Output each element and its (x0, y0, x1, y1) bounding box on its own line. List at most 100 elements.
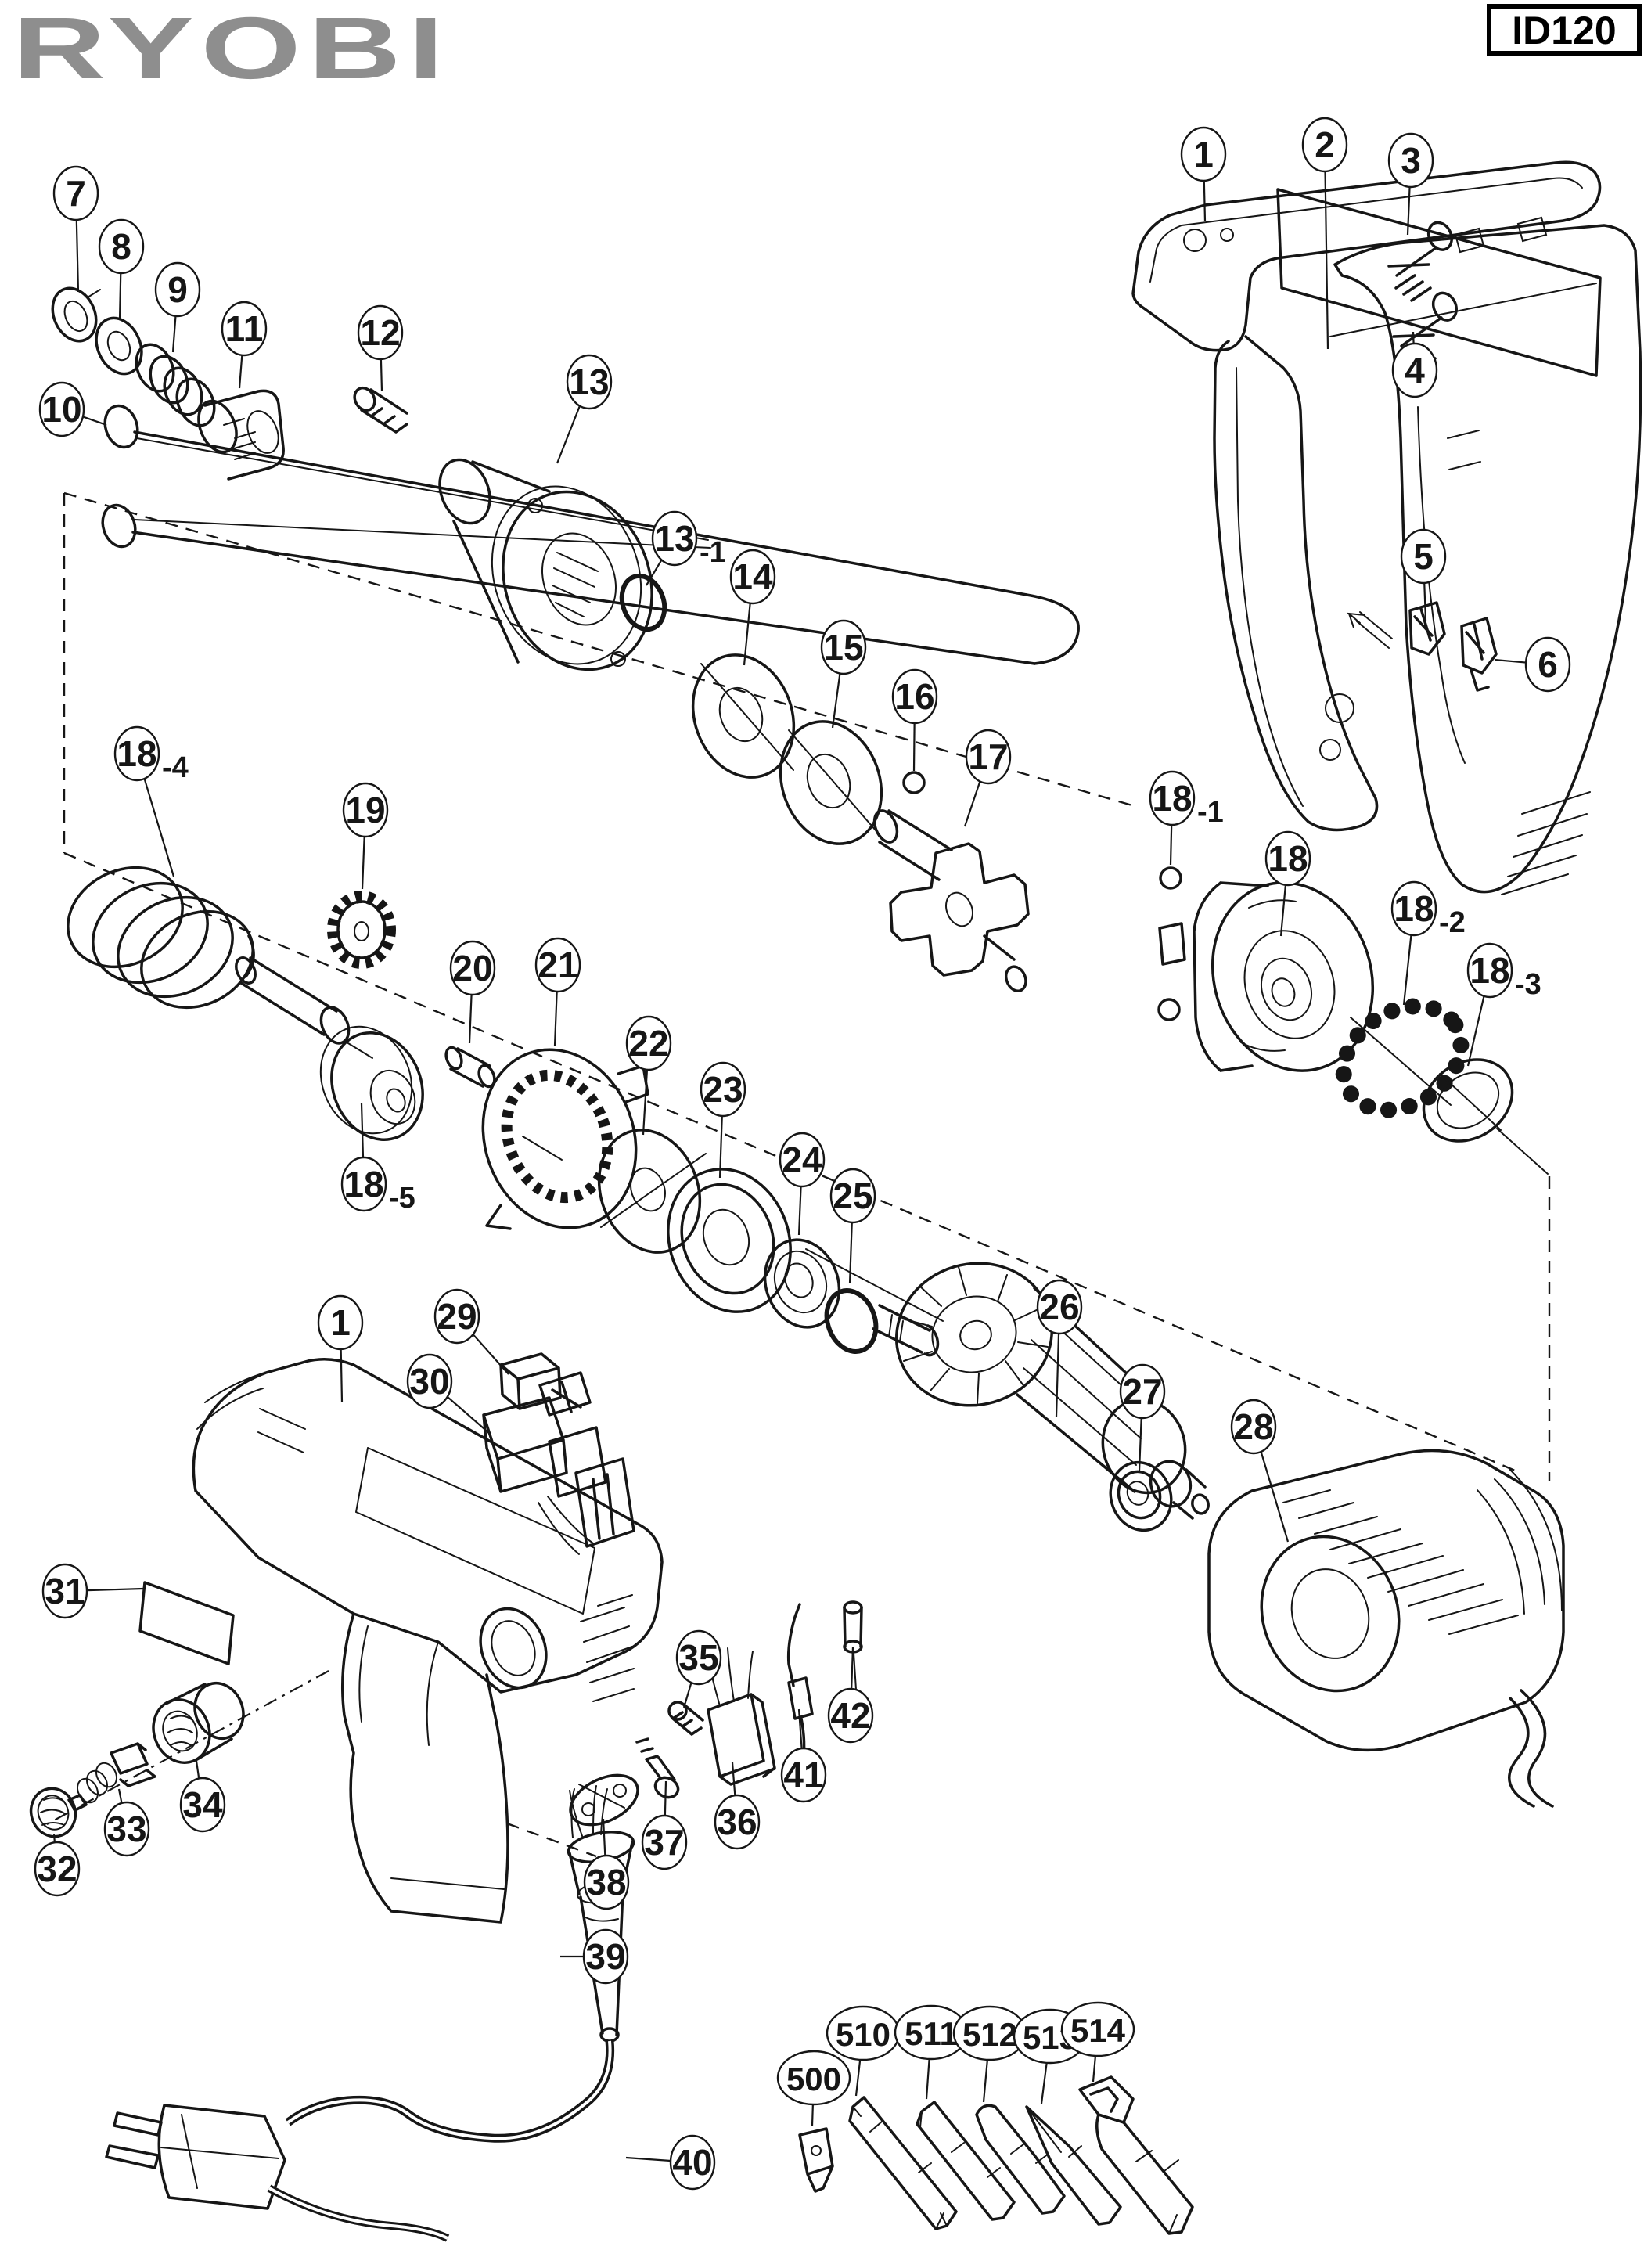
svg-text:32: 32 (37, 1849, 77, 1889)
svg-text:16: 16 (894, 676, 934, 717)
washer-18-3 (1422, 1058, 1514, 1143)
callout-30-35: 30 (406, 1353, 491, 1435)
callout-15-9: 15 (820, 619, 867, 729)
label-31 (138, 1581, 235, 1665)
callout-17-11: 17 (963, 729, 1012, 827)
svg-text:36: 36 (717, 1802, 757, 1842)
svg-text:14: 14 (732, 556, 773, 597)
svg-text:18: 18 (1152, 778, 1192, 819)
washer-24 (763, 1238, 841, 1329)
callout-13-6: 13 (556, 354, 613, 464)
washer-15 (779, 720, 883, 845)
callout-39-45: 39 (560, 1928, 629, 1985)
callout-8-1: 8 (98, 218, 145, 320)
small-contact-parts (1346, 601, 1498, 692)
svg-text:514: 514 (1070, 2012, 1126, 2049)
svg-text:-3: -3 (1515, 968, 1541, 1001)
ball-cage-18-2 (1335, 998, 1470, 1118)
retaining-ring-7 (51, 286, 101, 343)
screw-35 (667, 1701, 704, 1736)
field-28 (1207, 1449, 1565, 1808)
svg-text:22: 22 (628, 1023, 668, 1064)
hammer-18 (1193, 881, 1375, 1072)
spring-18-4 (67, 866, 255, 1010)
svg-text:29: 29 (437, 1296, 477, 1337)
callout-3-14: 3 (1387, 132, 1434, 236)
svg-text:12: 12 (360, 312, 400, 353)
svg-text:511: 511 (905, 2015, 958, 2052)
svg-text:3: 3 (1401, 140, 1421, 181)
callout-10-5: 10 (38, 381, 107, 437)
svg-text:30: 30 (409, 1361, 449, 1402)
bearing-23 (667, 1168, 792, 1313)
svg-text:17: 17 (968, 736, 1008, 777)
model-label: ID120 (1512, 9, 1616, 52)
svg-text:35: 35 (678, 1637, 718, 1678)
callout-18-19: 18 (1264, 830, 1311, 937)
svg-text:13: 13 (654, 518, 694, 559)
ball-16 (902, 771, 926, 794)
callout-18-5-24: 18-5 (340, 1103, 415, 1215)
callout-514-54: 514 (1060, 2001, 1135, 2083)
svg-text:18: 18 (117, 733, 156, 774)
callout-18-2-20: 18-2 (1390, 880, 1466, 1006)
svg-text:1: 1 (330, 1302, 351, 1343)
gear-case-13 (438, 458, 653, 671)
svg-text:42: 42 (830, 1695, 870, 1736)
cord-plug-40 (105, 2040, 615, 2242)
svg-text:2: 2 (1315, 124, 1335, 165)
svg-text:31: 31 (45, 1571, 85, 1611)
svg-text:19: 19 (345, 790, 385, 830)
svg-text:25: 25 (833, 1175, 872, 1216)
callout-22-27: 22 (625, 1015, 672, 1136)
callout-25-30: 25 (829, 1168, 876, 1284)
svg-text:510: 510 (836, 2016, 890, 2053)
svg-text:13: 13 (569, 362, 609, 402)
svg-text:6: 6 (1538, 644, 1558, 685)
callout-21-26: 21 (534, 937, 581, 1046)
svg-text:38: 38 (586, 1862, 626, 1903)
callout-1-12: 1 (1180, 126, 1227, 222)
callout-31-37: 31 (41, 1563, 144, 1619)
svg-text:20: 20 (452, 948, 492, 988)
bit-513 (1025, 2105, 1122, 2226)
svg-text:-4: -4 (162, 751, 189, 784)
svg-text:34: 34 (182, 1784, 223, 1825)
svg-text:18: 18 (1268, 838, 1308, 879)
svg-text:33: 33 (106, 1809, 146, 1849)
holder-34 (152, 1682, 245, 1764)
anvil-17 (872, 809, 1030, 992)
spindle-assembly (235, 956, 424, 1141)
callout-28-33: 28 (1230, 1399, 1290, 1543)
bit-512 (975, 2104, 1066, 2215)
callout-19-23: 19 (342, 782, 389, 890)
callout-14-8: 14 (729, 549, 776, 666)
bit-500 (798, 2127, 834, 2193)
svg-text:1: 1 (1193, 134, 1214, 175)
model-badge: ID120 (1487, 4, 1642, 56)
svg-text:23: 23 (703, 1069, 743, 1110)
callout-12-4: 12 (357, 304, 404, 392)
screw-37 (635, 1737, 680, 1799)
svg-text:37: 37 (644, 1822, 684, 1863)
ring-gear-21 (481, 1048, 649, 1230)
cap-32 (29, 1787, 77, 1838)
name-plate (1276, 188, 1602, 377)
callout-512-52: 512 (952, 2005, 1027, 2103)
balls-18-1 (1157, 866, 1186, 1021)
washer-14 (691, 653, 796, 779)
callout-500-49: 500 (776, 2050, 851, 2126)
snap-ring-25 (824, 1288, 940, 1357)
callout-16-10: 16 (891, 668, 938, 772)
svg-text:5: 5 (1413, 536, 1434, 577)
callout-33-40: 33 (103, 1788, 150, 1857)
svg-text:24: 24 (782, 1139, 822, 1180)
callout-510-50: 510 (826, 2005, 901, 2097)
svg-text:-5: -5 (389, 1182, 415, 1215)
svg-text:21: 21 (538, 945, 577, 985)
callout-18-1-18: 18-1 (1149, 770, 1224, 866)
brand-logo: RYOBI (13, 0, 451, 97)
callout-2-13: 2 (1301, 117, 1348, 350)
svg-text:15: 15 (823, 627, 863, 668)
screw-12 (353, 386, 408, 434)
